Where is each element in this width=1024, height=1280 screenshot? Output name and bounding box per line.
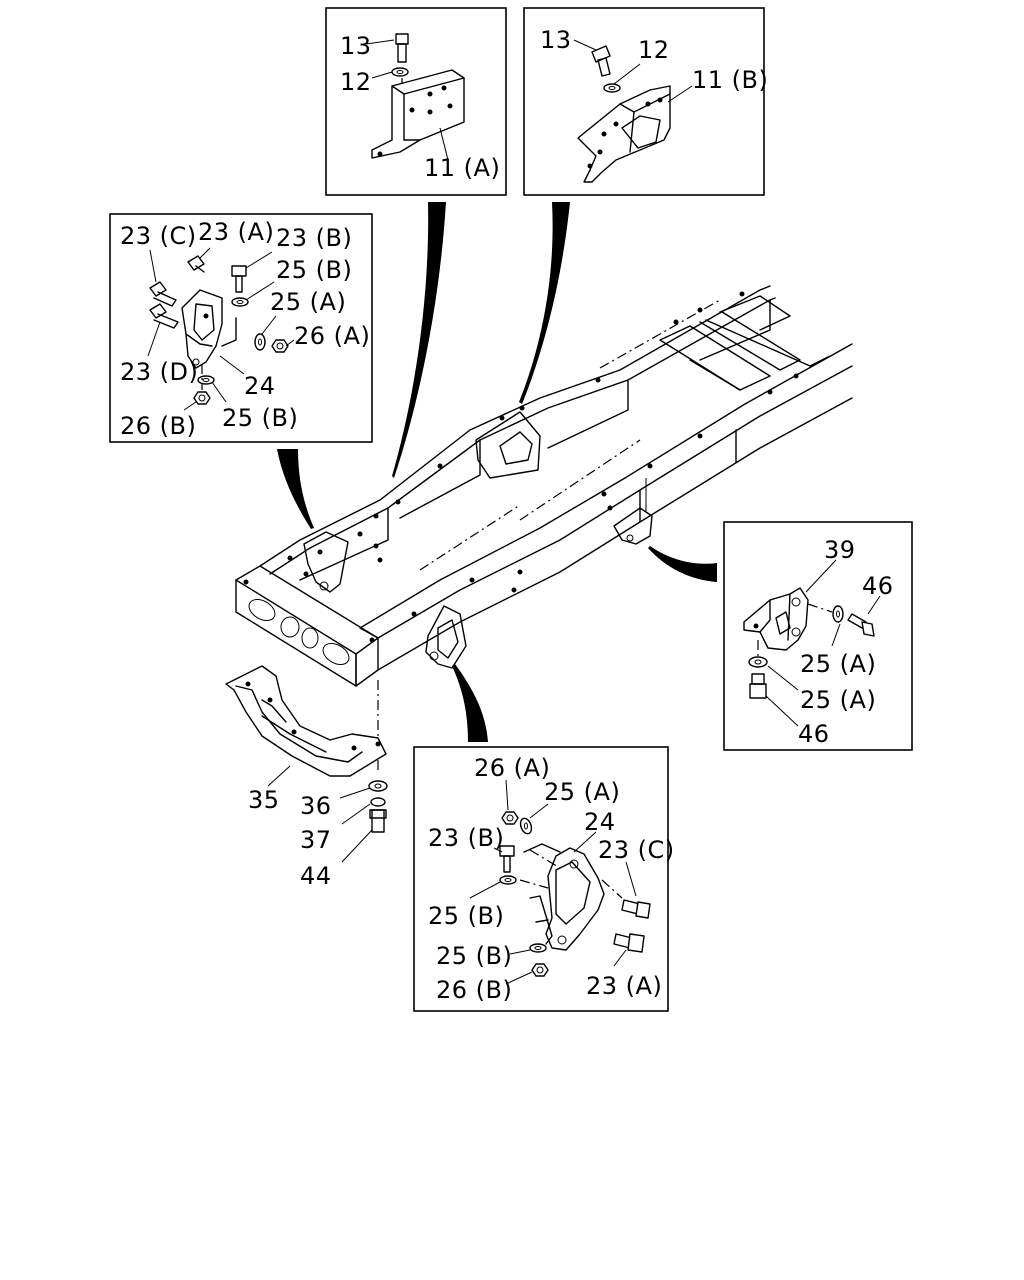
label-39: 39 xyxy=(824,536,856,564)
frame-holes xyxy=(243,291,799,643)
label-11a-12: 12 xyxy=(340,68,372,96)
label-rm-23b: 23 (B) xyxy=(428,824,504,852)
label-39-25a-top: 25 (A) xyxy=(800,650,876,678)
chassis-frame xyxy=(235,285,853,687)
label-fm-23b: 23 (B) xyxy=(276,224,352,252)
skid-plate-assembly xyxy=(225,665,388,863)
label-36: 36 xyxy=(300,792,332,820)
label-11b-13: 13 xyxy=(540,26,572,54)
pointer-11b xyxy=(519,202,570,404)
label-44: 44 xyxy=(300,862,332,890)
label-46-top: 46 xyxy=(862,572,894,600)
label-rm-23c: 23 (C) xyxy=(598,836,675,864)
label-11a: 11 (A) xyxy=(424,154,500,182)
label-11a-13: 13 xyxy=(340,32,372,60)
label-fm-24: 24 xyxy=(244,372,276,400)
detail-box-rear-mount xyxy=(413,746,669,1012)
label-rm-25b-mid: 25 (B) xyxy=(436,942,512,970)
detail-box-11a xyxy=(325,7,507,196)
label-fm-26a: 26 (A) xyxy=(294,322,370,350)
label-rm-24: 24 xyxy=(584,808,616,836)
label-rm-25a: 25 (A) xyxy=(544,778,620,806)
label-rm-25b-left: 25 (B) xyxy=(428,902,504,930)
pointer-front-mount xyxy=(277,449,314,529)
pointer-11a xyxy=(392,202,446,478)
detail-box-front-mount xyxy=(109,213,373,443)
detail-box-bracket-39 xyxy=(723,521,913,751)
label-fm-25b-bottom: 25 (B) xyxy=(222,404,298,432)
label-fm-23d: 23 (D) xyxy=(120,358,198,386)
label-46-bottom: 46 xyxy=(798,720,830,748)
label-rm-26a: 26 (A) xyxy=(474,754,550,782)
label-fm-23c: 23 (C) xyxy=(120,222,197,250)
label-39-25a-bottom: 25 (A) xyxy=(800,686,876,714)
label-rm-23a: 23 (A) xyxy=(586,972,662,1000)
label-rm-26b: 26 (B) xyxy=(436,976,512,1004)
pointer-bracket-39 xyxy=(648,546,717,582)
label-fm-25b-top: 25 (B) xyxy=(276,256,352,284)
label-fm-23a: 23 (A) xyxy=(198,218,274,246)
label-35: 35 xyxy=(248,786,280,814)
label-37: 37 xyxy=(300,826,332,854)
detail-box-11b xyxy=(523,7,765,196)
label-fm-25a: 25 (A) xyxy=(270,288,346,316)
pointer-rear-mount xyxy=(452,664,488,742)
label-11b-12: 12 xyxy=(638,36,670,64)
label-fm-26b: 26 (B) xyxy=(120,412,196,440)
label-11b: 11 (B) xyxy=(692,66,768,94)
